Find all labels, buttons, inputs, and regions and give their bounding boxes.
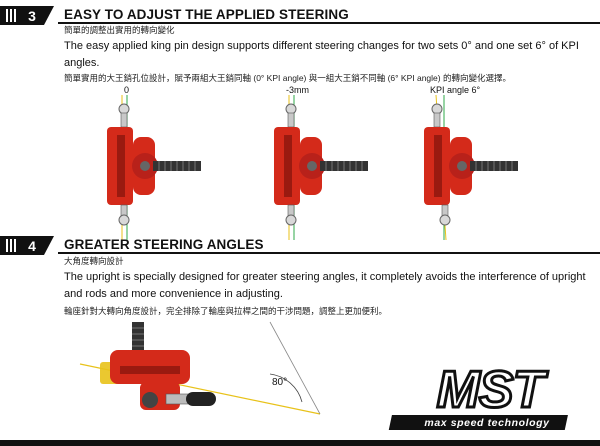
section-subtitle: 簡單的調整出實用的轉向變化 (64, 25, 175, 35)
angle-label: 80° (272, 377, 287, 388)
section-3-header: 3 EASY TO ADJUST THE APPLIED STEERING (0, 6, 600, 28)
section-number: 4 (28, 238, 36, 254)
label-kpi-6: KPI angle 6° (430, 85, 481, 95)
section-number: 3 (28, 8, 36, 24)
label-zero: 0 (124, 85, 130, 95)
section-title: EASY TO ADJUST THE APPLIED STEERING (64, 7, 349, 22)
steering-angle-diagram: 80° (79, 321, 321, 415)
upright-diagram-0deg (107, 95, 201, 240)
header-underline (58, 252, 600, 254)
upright-diagram-kpi-6deg (424, 94, 518, 241)
mst-logo: MST max speed technology (388, 360, 568, 430)
section-body-en: The easy applied king pin design support… (64, 40, 579, 69)
section-body-zh: 簡單實用的大王銷孔位設計，賦予兩組大王銷同軸 (0° KPI angle) 與一… (64, 73, 511, 83)
header-underline (58, 22, 600, 24)
logo-text: MST (437, 361, 549, 419)
section-subtitle: 大角度轉向設計 (64, 256, 124, 266)
section-body-zh: 輪座針對大轉向角度設計，完全排除了輪座與拉桿之間的干涉問題，調整上更加便利。 (64, 306, 388, 316)
section-number-badge: 3 (0, 6, 54, 25)
section-number-badge: 4 (0, 236, 54, 255)
section-body-en: The upright is specially designed for gr… (64, 271, 586, 300)
upright-diagram-minus-3mm (274, 95, 368, 240)
label-minus-3mm: -3mm (286, 85, 309, 95)
logo-tagline: max speed technology (424, 417, 550, 429)
bottom-bar (0, 440, 600, 446)
tagline-bar (388, 415, 568, 430)
section-title: GREATER STEERING ANGLES (64, 237, 264, 252)
section-4-header: 4 GREATER STEERING ANGLES (0, 236, 600, 258)
